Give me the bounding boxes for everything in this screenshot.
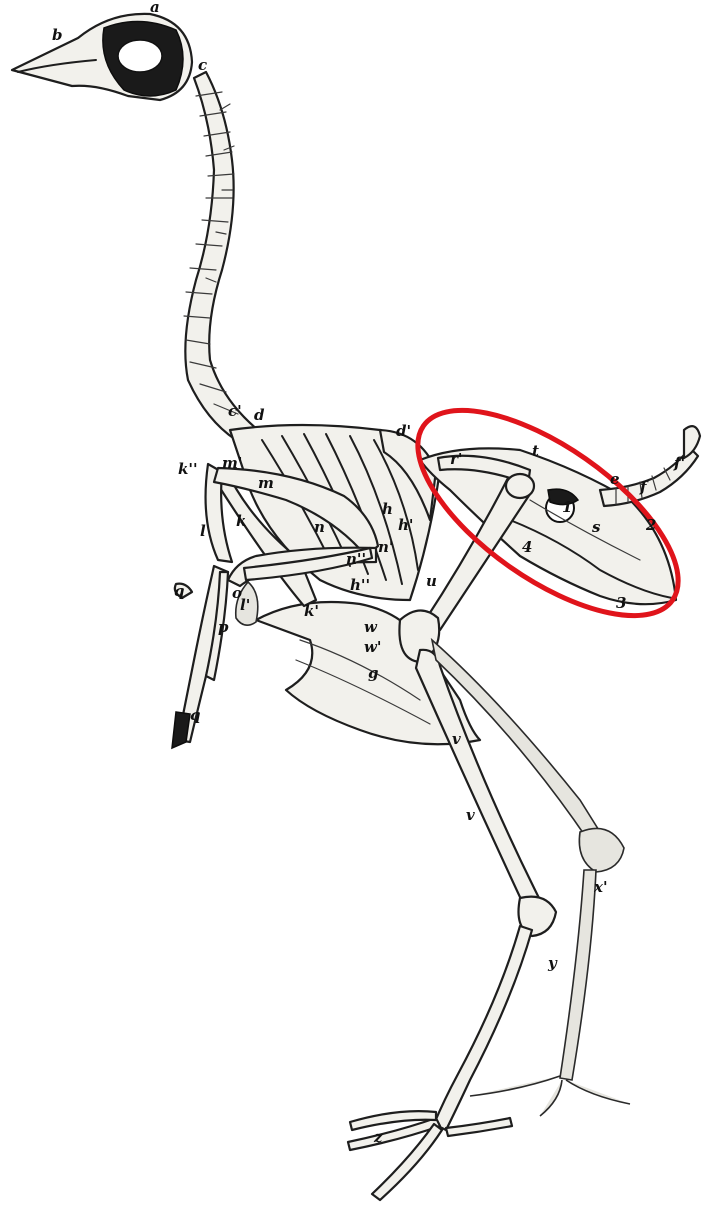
- label-m: m: [258, 476, 274, 491]
- label-2: 2: [646, 518, 656, 533]
- label-o: o: [232, 586, 242, 601]
- label-v: v: [452, 732, 461, 747]
- label-f-prime: f': [674, 456, 685, 471]
- label-w: w: [364, 620, 377, 635]
- label-w-prime: w': [364, 640, 382, 655]
- label-c: c: [198, 58, 207, 73]
- label-h-prime: h': [398, 518, 414, 533]
- label-v-low: v: [466, 808, 475, 823]
- label-y: y: [548, 956, 557, 971]
- neck-vertebrae: [184, 72, 258, 440]
- label-m-prime: m': [222, 456, 242, 471]
- label-q: q: [174, 584, 185, 599]
- label-a: a: [150, 0, 160, 15]
- skull: [12, 14, 192, 100]
- label-q-low: q: [190, 708, 201, 723]
- label-l: l: [200, 524, 206, 539]
- label-d: d: [254, 408, 265, 423]
- label-3: 3: [616, 596, 626, 611]
- label-x-prime: x': [594, 880, 608, 895]
- label-u: u: [426, 574, 437, 589]
- label-n-dprime: n'': [346, 552, 366, 567]
- label-s: s: [592, 520, 600, 535]
- label-k-prime: k': [304, 604, 319, 619]
- label-n: n: [314, 520, 325, 535]
- label-d-prime: d': [396, 424, 411, 439]
- label-z: z: [374, 1130, 383, 1145]
- label-h-dprime: h'': [350, 578, 370, 593]
- label-1: 1: [562, 500, 572, 515]
- label-k: k: [236, 514, 246, 529]
- tarsometatarsus: [348, 926, 532, 1200]
- label-c-prime: c': [228, 404, 242, 419]
- label-h: h: [382, 502, 393, 517]
- label-t: t: [532, 444, 539, 459]
- label-4: 4: [522, 540, 532, 555]
- label-k-dprime: k'': [178, 462, 198, 477]
- label-g: g: [368, 666, 379, 681]
- label-e: e: [610, 472, 620, 487]
- label-p: p: [218, 620, 229, 635]
- label-f: f: [640, 480, 646, 495]
- label-b: b: [52, 28, 63, 43]
- label-n-prime: n': [378, 540, 394, 555]
- label-r-prime: r': [450, 452, 463, 467]
